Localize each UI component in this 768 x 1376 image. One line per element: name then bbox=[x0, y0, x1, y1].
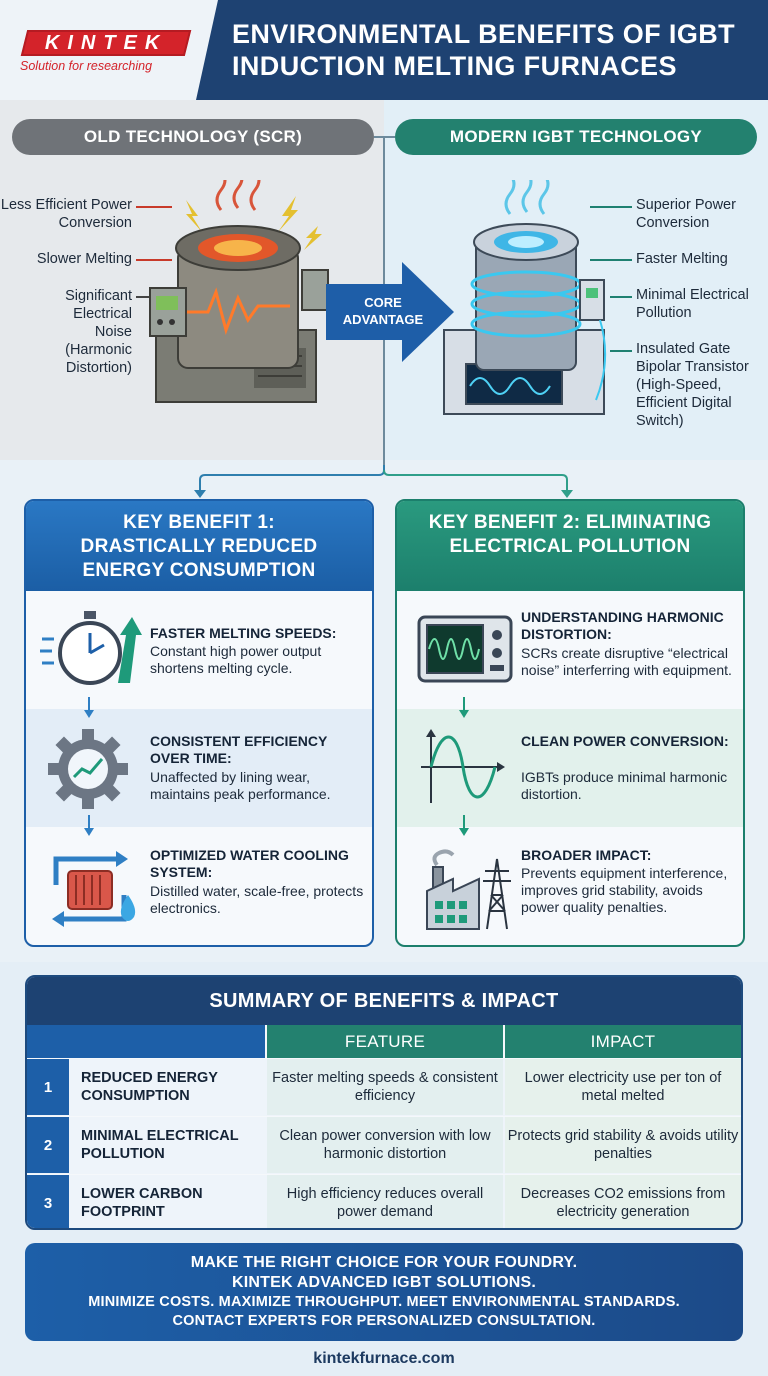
callout-line bbox=[590, 259, 632, 261]
callout-line bbox=[590, 206, 632, 208]
callout-faster-melting: Faster Melting bbox=[636, 251, 728, 267]
callout-superior-power: Superior Power Conversion bbox=[636, 197, 736, 231]
table-row: 2 MINIMAL ELECTRICAL POLLUTION Clean pow… bbox=[27, 1117, 741, 1174]
callout-line bbox=[136, 206, 172, 208]
benefit-2-item-3-text: Prevents equipment interference, improve… bbox=[521, 865, 728, 915]
core-advantage-label: CORE ADVANTAGE bbox=[342, 295, 424, 327]
benefit-1-item-3-title: OPTIMIZED WATER COOLING SYSTEM: bbox=[150, 847, 349, 880]
kintek-logo[interactable]: KINTEK Solution for researching bbox=[18, 30, 192, 78]
benefit-2-item-2-title: CLEAN POWER CONVERSION: bbox=[521, 733, 729, 749]
row-impact: Decreases CO2 emissions from electricity… bbox=[505, 1175, 741, 1228]
benefit-1-item-3-text: Distilled water, scale-free, protects el… bbox=[150, 883, 364, 916]
summary-header-feature: FEATURE bbox=[267, 1025, 503, 1058]
water-cooling-icon bbox=[52, 851, 136, 927]
row-feature: Faster melting speeds & consistent effic… bbox=[267, 1059, 503, 1115]
igbt-furnace-illustration bbox=[443, 180, 607, 415]
logo-box: KINTEK bbox=[20, 30, 192, 56]
old-technology-label: OLD TECHNOLOGY (SCR) bbox=[12, 119, 374, 155]
row-feature: Clean power conversion with low harmonic… bbox=[267, 1117, 503, 1173]
callout-slower-melting: Slower Melting bbox=[36, 251, 132, 267]
new-technology-label: MODERN IGBT TECHNOLOGY bbox=[395, 119, 757, 155]
benefit-2-item-1-title: UNDERSTANDING HARMONIC DISTORTION: bbox=[521, 609, 724, 642]
call-to-action-banner[interactable]: MAKE THE RIGHT CHOICE FOR YOUR FOUNDRY. … bbox=[25, 1243, 743, 1341]
key-benefit-2-panel: KEY BENEFIT 2: ELIMINATING ELECTRICAL PO… bbox=[395, 499, 745, 947]
row-impact: Protects grid stability & avoids utility… bbox=[505, 1117, 741, 1173]
benefit-2-item-1-text: SCRs create disruptive “electrical noise… bbox=[521, 645, 732, 678]
gear-icon bbox=[48, 729, 128, 809]
key-benefit-1-panel: KEY BENEFIT 1: DRASTICALLY REDUCED ENERG… bbox=[24, 499, 374, 947]
benefit-2-title: KEY BENEFIT 2: ELIMINATING ELECTRICAL PO… bbox=[397, 501, 743, 591]
row-number: 2 bbox=[27, 1117, 69, 1173]
core-advantage-arrow bbox=[326, 262, 454, 362]
sine-wave-icon bbox=[421, 729, 505, 803]
row-feature: High efficiency reduces overall power de… bbox=[267, 1175, 503, 1228]
summary-header-impact: IMPACT bbox=[505, 1025, 741, 1058]
summary-header-blank bbox=[27, 1025, 265, 1058]
summary-table: SUMMARY OF BENEFITS & IMPACT FEATURE IMP… bbox=[25, 975, 743, 1230]
table-row: 3 LOWER CARBON FOOTPRINT High efficiency… bbox=[27, 1175, 741, 1228]
down-arrow-icon bbox=[84, 815, 94, 836]
row-impact: Lower electricity use per ton of metal m… bbox=[505, 1059, 741, 1115]
callout-line bbox=[136, 259, 172, 261]
row-number: 3 bbox=[27, 1175, 69, 1228]
row-benefit: LOWER CARBON FOOTPRINT bbox=[81, 1186, 203, 1220]
callout-electrical-noise: Significant Electrical Noise (Harmonic D… bbox=[65, 288, 132, 376]
callout-igbt-definition: Insulated Gate Bipolar Transistor (High-… bbox=[636, 341, 749, 429]
benefit-1-item-1-text: Constant high power output shortens melt… bbox=[150, 643, 322, 676]
row-benefit: REDUCED ENERGY CONSUMPTION bbox=[81, 1070, 218, 1104]
website-link[interactable]: kintekfurnace.com bbox=[313, 1350, 455, 1367]
stopwatch-icon bbox=[40, 611, 142, 685]
header-band bbox=[196, 0, 768, 100]
logo-text: KINTEK bbox=[44, 31, 168, 54]
benefit-1-item-2-title: CONSISTENT EFFICIENCY OVER TIME: bbox=[150, 733, 328, 766]
benefit-1-title: KEY BENEFIT 1: DRASTICALLY REDUCED ENERG… bbox=[26, 501, 372, 591]
callout-minimal-pollution: Minimal Electrical Pollution bbox=[636, 287, 749, 321]
benefit-2-item-3-title: BROADER IMPACT: bbox=[521, 847, 652, 863]
summary-title: SUMMARY OF BENEFITS & IMPACT bbox=[27, 977, 741, 1025]
callout-line bbox=[610, 296, 632, 298]
benefit-1-item-2-text: Unaffected by lining wear, maintains pea… bbox=[150, 769, 331, 802]
down-arrow-icon bbox=[84, 697, 94, 718]
callout-less-efficient: Less Efficient Power Conversion bbox=[0, 197, 132, 231]
row-benefit: MINIMAL ELECTRICAL POLLUTION bbox=[81, 1128, 239, 1162]
callout-line bbox=[610, 350, 632, 352]
logo-tagline: Solution for researching bbox=[20, 59, 153, 73]
scr-furnace-illustration bbox=[149, 180, 329, 403]
cta-line-4: CONTACT EXPERTS FOR PERSONALIZED CONSULT… bbox=[172, 1313, 596, 1329]
benefit-1-item-1-title: FASTER MELTING SPEEDS: bbox=[150, 625, 337, 641]
header: KINTEK Solution for researching ENVIRONM… bbox=[0, 0, 768, 100]
page-title: ENVIRONMENTAL BENEFITS OF IGBT INDUCTION… bbox=[232, 19, 736, 81]
cta-line-2: KINTEK ADVANCED IGBT SOLUTIONS. bbox=[232, 1274, 536, 1291]
row-number: 1 bbox=[27, 1059, 69, 1115]
down-arrow-icon bbox=[459, 697, 469, 718]
benefit-2-item-2-text: IGBTs produce minimal harmonic distortio… bbox=[521, 769, 728, 802]
down-arrow-icon bbox=[459, 815, 469, 836]
oscilloscope-icon bbox=[417, 615, 513, 683]
table-row: 1 REDUCED ENERGY CONSUMPTION Faster melt… bbox=[27, 1059, 741, 1116]
factory-icon bbox=[426, 849, 511, 930]
callout-line bbox=[136, 296, 160, 298]
cta-line-1: MAKE THE RIGHT CHOICE FOR YOUR FOUNDRY. bbox=[190, 1254, 578, 1271]
cta-line-3: MINIMIZE COSTS. MAXIMIZE THROUGHPUT. MEE… bbox=[88, 1294, 680, 1310]
